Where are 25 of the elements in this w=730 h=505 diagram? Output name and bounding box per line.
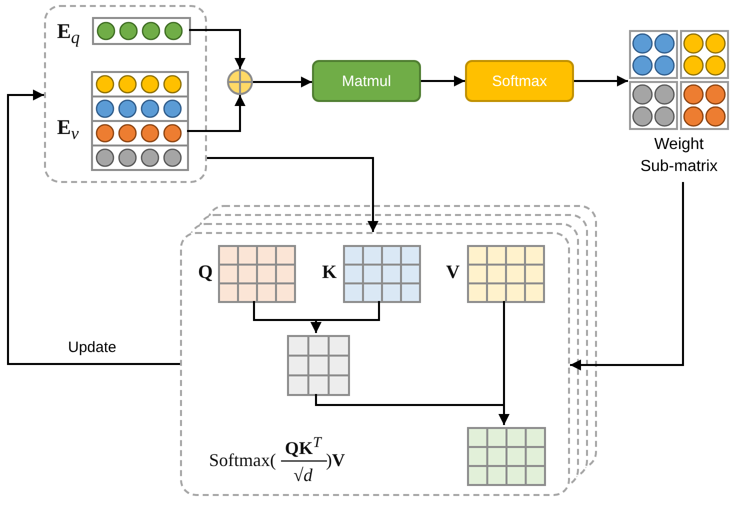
formula-text: √d	[292, 464, 314, 486]
matrix-label: V	[446, 261, 461, 285]
process-box: Matmul	[312, 60, 421, 102]
arrow	[7, 90, 180, 365]
arrow	[570, 182, 684, 370]
arrow	[574, 76, 628, 86]
dashed-group-box	[44, 5, 207, 183]
matrix-label: Q	[198, 261, 214, 285]
arrow	[207, 157, 378, 232]
node-label: Weight Sub-matrix	[639, 135, 719, 177]
matrix-label: E$_{v}$	[57, 115, 80, 146]
matrix-label: E$_{q}$	[57, 19, 81, 50]
arrow	[421, 76, 465, 86]
edge-label: Update	[66, 339, 118, 357]
formula-text: Softmax(	[209, 449, 277, 471]
formula-text: )V	[326, 449, 346, 471]
matrix-label: K	[322, 261, 338, 285]
arrow	[310, 301, 380, 333]
arrow	[187, 95, 246, 132]
arrow	[498, 301, 510, 425]
dashed-group-box	[180, 232, 570, 496]
arrow	[189, 29, 246, 69]
formula-text: QK$^{T}$	[284, 434, 323, 459]
process-box: Softmax	[465, 60, 574, 102]
arrow	[253, 76, 312, 88]
